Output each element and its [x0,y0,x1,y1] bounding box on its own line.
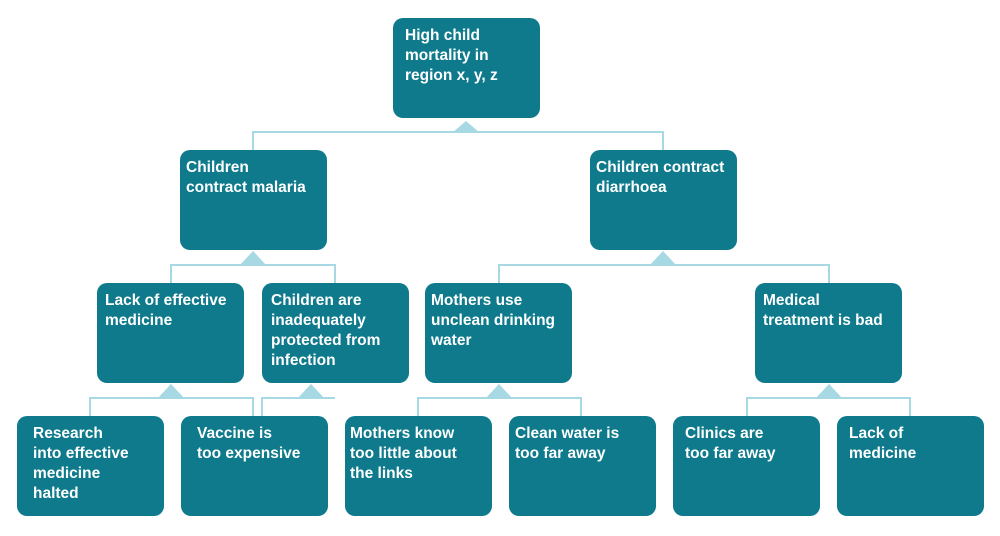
connector-arrow-inadequately-protected [297,384,325,399]
node-diarrhoea: Children contract diarrhoea [590,150,737,250]
connector-root [252,131,664,150]
connector-arrow-malaria [239,251,267,266]
connector-arrow-medical-treatment [815,384,843,399]
connector-inadequately-protected [261,397,335,416]
connector-arrow-root [452,121,480,133]
node-medical-treatment-bad: Medical treatment is bad [755,283,902,383]
connector-arrow-lack-effective-medicine [157,384,185,399]
connector-unclean-water [417,397,582,416]
node-clean-water-far: Clean water is too far away [509,416,656,516]
node-root: High child mortality in region x, y, z [393,18,540,118]
node-clinics-far: Clinics are too far away [673,416,820,516]
connector-arrow-diarrhoea [649,251,677,266]
node-unclean-water: Mothers use unclean drinking water [425,283,572,383]
node-mothers-know-little: Mothers know too little about the links [345,416,492,516]
node-vaccine-expensive: Vaccine is too expensive [181,416,328,516]
connector-arrow-unclean-water [485,384,513,399]
connector-malaria [170,264,336,283]
connector-medical-treatment [746,397,911,416]
node-inadequately-protected: Children are inadequately protected from… [262,283,409,383]
node-lack-of-medicine: Lack of medicine [837,416,984,516]
connector-diarrhoea [498,264,830,283]
node-lack-effective-medicine: Lack of effective medicine [97,283,244,383]
node-malaria: Children contract malaria [180,150,327,250]
node-research-halted: Research into effective medicine halted [17,416,164,516]
connector-lack-effective-medicine [89,397,254,416]
